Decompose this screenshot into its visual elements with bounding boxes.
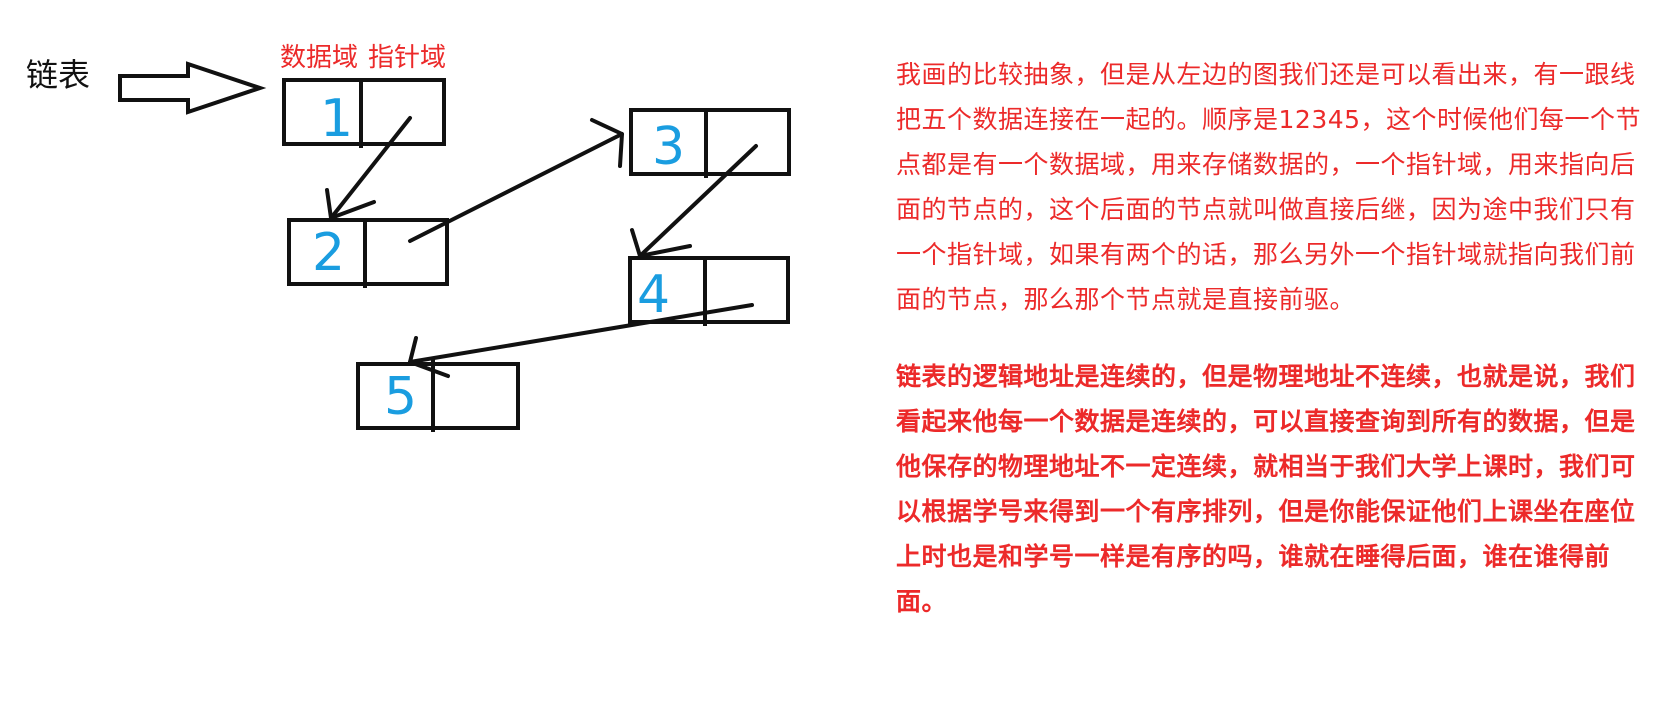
node-3-box bbox=[629, 108, 791, 176]
node-2: 2 bbox=[287, 218, 449, 288]
pointer-arrow-4-to-5 bbox=[408, 303, 754, 378]
node-3-value: 3 bbox=[652, 117, 685, 177]
node-1: 1 bbox=[282, 78, 446, 149]
node-5: 5 bbox=[356, 358, 520, 432]
linked-list-diagram: 链表 数据域 指针域 1 2 3 4 5 bbox=[26, 43, 791, 432]
head-arrow-icon bbox=[118, 61, 267, 115]
node-2-box bbox=[287, 218, 449, 286]
node-1-value: 1 bbox=[320, 89, 353, 149]
node-5-box bbox=[356, 362, 520, 430]
node-3: 3 bbox=[629, 108, 791, 178]
node-5-value: 5 bbox=[384, 367, 417, 427]
node-4-box bbox=[628, 256, 790, 324]
explanation-paragraph: 我画的比较抽象，但是从左边的图我们还是可以看出来，有一跟线把五个数据连接在一起的… bbox=[896, 60, 1642, 314]
pointer-arrow-3-to-4 bbox=[630, 144, 758, 258]
pointer-arrow-2-to-3 bbox=[408, 118, 624, 243]
diagram-title: 链表 bbox=[26, 56, 90, 94]
node-1-box bbox=[282, 78, 446, 146]
data-field-label: 数据域 bbox=[280, 43, 358, 73]
pointer-field-label: 指针域 bbox=[368, 43, 446, 73]
pointer-arrow-1-to-2 bbox=[325, 116, 412, 220]
node-2-value: 2 bbox=[312, 223, 345, 283]
address-explanation-paragraph: 链表的逻辑地址是连续的，但是物理地址不连续，也就是说，我们看起来他每一个数据是连… bbox=[896, 362, 1636, 616]
node-4-value: 4 bbox=[637, 265, 670, 325]
node-4: 4 bbox=[628, 256, 790, 326]
